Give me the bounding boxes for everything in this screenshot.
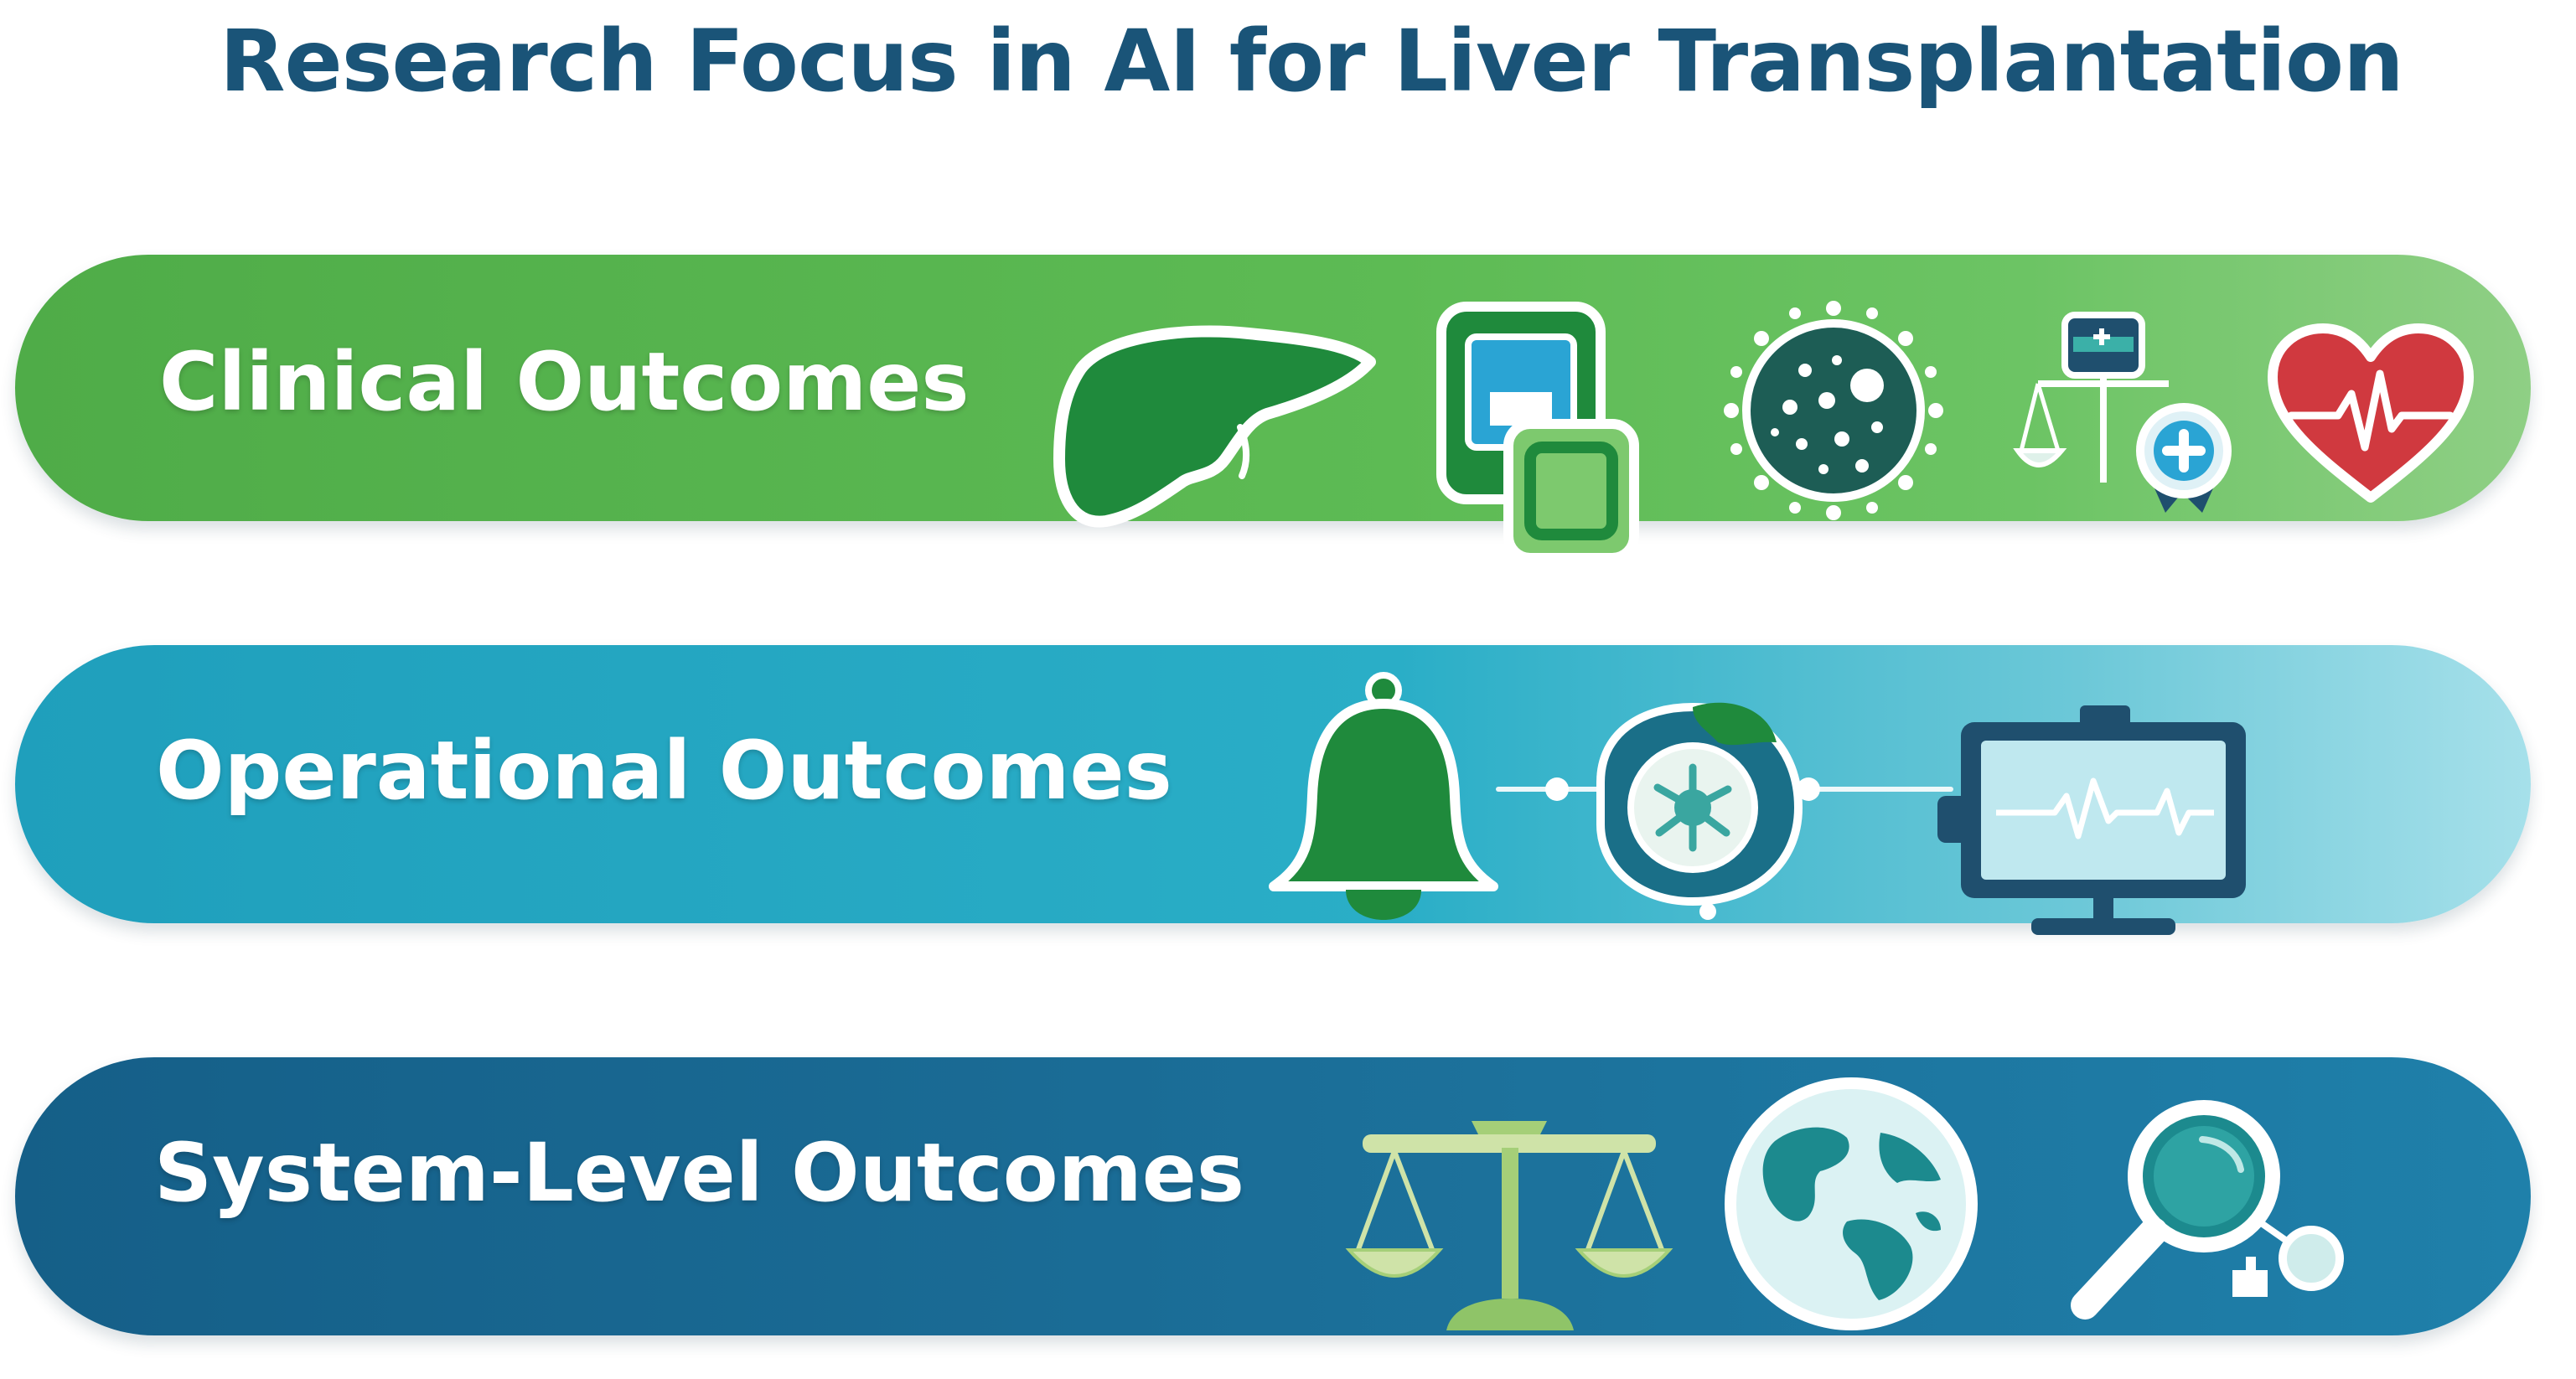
blood-bag-icon — [1425, 300, 1659, 568]
liver-icon — [1047, 318, 1376, 528]
organ-virus-icon — [1567, 690, 1818, 925]
band-label-clinical: Clinical Outcomes — [159, 335, 970, 429]
magnifier-icon — [2053, 1092, 2380, 1335]
band-operational-outcomes: Operational Outcomes — [15, 645, 2531, 935]
band-system-level-outcomes: System-Level Outcomes — [15, 1057, 2531, 1335]
page-title: Research Focus in AI for Liver Transplan… — [220, 12, 2404, 111]
bell-icon — [1262, 670, 1505, 947]
justice-scales-icon — [1345, 1101, 1673, 1335]
band-clinical-outcomes: Clinical Outcomes — [15, 255, 2531, 563]
globe-icon — [1721, 1074, 1981, 1334]
band-label-operational: Operational Outcomes — [156, 724, 1172, 818]
band-label-system: System-Level Outcomes — [154, 1126, 1245, 1220]
virus-icon — [1724, 301, 1943, 520]
monitor-pulse-icon — [1937, 704, 2264, 947]
heart-pulse-icon — [2266, 322, 2475, 506]
scales-badge-icon — [2013, 303, 2261, 521]
